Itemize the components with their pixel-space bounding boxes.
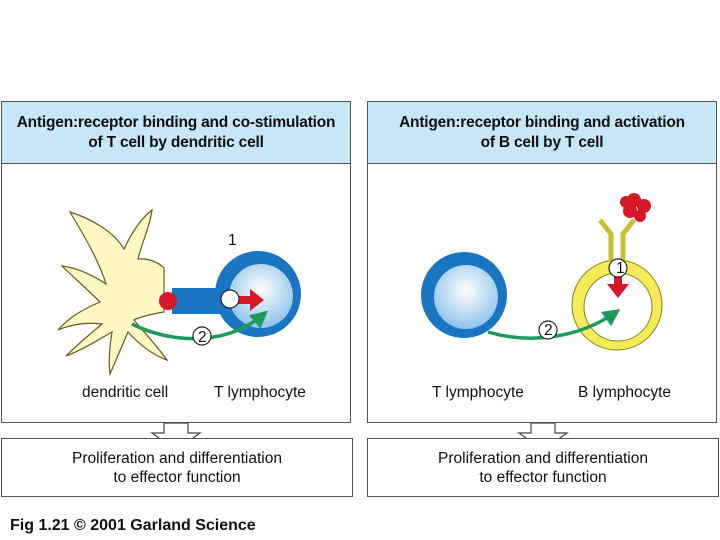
step1-label: 1	[616, 260, 625, 277]
step2-badge	[538, 320, 558, 340]
left-panel: Antigen:receptor binding and co-stimulat…	[1, 101, 351, 423]
t-lymphocyte-label: T lymphocyte	[214, 384, 306, 401]
left-panel-illustration	[57, 208, 301, 377]
step1-badge	[608, 258, 628, 278]
bcr-receptor-icon	[598, 218, 636, 262]
right-panel-illustration	[421, 193, 663, 351]
step1-badge	[220, 289, 240, 309]
tcr-stem	[172, 288, 220, 314]
left-panel-title-line1: Antigen:receptor binding and co-stimulat…	[16, 113, 336, 131]
right-result-line1: Proliferation and differentiation	[438, 449, 648, 467]
t-lymphocyte-label: T lymphocyte	[432, 384, 524, 401]
signal1-arrow-icon	[607, 272, 629, 298]
left-panel-title-line2: of T cell by dendritic cell	[88, 133, 264, 151]
right-panel: Antigen:receptor binding and activation …	[367, 101, 717, 423]
t-lymphocyte-nucleus	[434, 265, 498, 329]
step2-label: 2	[544, 322, 553, 339]
b-lymphocyte-label: B lymphocyte	[578, 384, 672, 401]
antigen-icon	[620, 193, 651, 222]
antigen-icon	[159, 292, 177, 310]
left-result-line1: Proliferation and differentiation	[72, 449, 282, 467]
right-result-line2: to effector function	[479, 468, 607, 486]
signal1-arrow-icon	[237, 289, 264, 311]
right-panel-header: Antigen:receptor binding and activation …	[368, 102, 716, 164]
t-lymphocyte-nucleus	[229, 264, 293, 328]
step1-label: 1	[228, 232, 237, 249]
figure-caption: Fig 1.21 © 2001 Garland Science	[10, 517, 256, 534]
right-result-box: Proliferation and differentiation to eff…	[367, 438, 719, 497]
step2-label: 2	[198, 329, 207, 346]
dendritic-cell-label: dendritic cell	[82, 384, 169, 401]
left-result-line2: to effector function	[113, 468, 241, 486]
left-panel-header: Antigen:receptor binding and co-stimulat…	[2, 102, 350, 164]
right-panel-title-line1: Antigen:receptor binding and activation	[399, 113, 685, 131]
dendritic-cell	[57, 208, 169, 377]
left-result-box: Proliferation and differentiation to eff…	[1, 438, 353, 497]
step2-badge	[192, 326, 212, 346]
right-panel-title-line2: of B cell by T cell	[480, 133, 604, 151]
